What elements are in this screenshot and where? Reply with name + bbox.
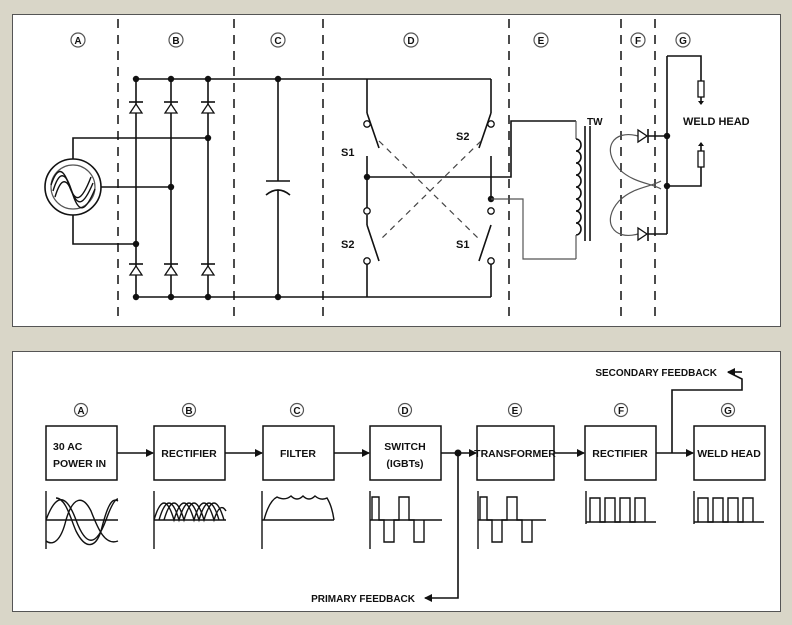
bridge-rectifier <box>128 75 216 301</box>
block-power-in: 30 AC POWER IN <box>45 425 118 481</box>
capacitor-icon <box>265 75 291 301</box>
waveform-ac-three-phase <box>45 491 119 549</box>
svg-text:G: G <box>724 406 732 417</box>
primary-feedback-line <box>424 453 459 602</box>
svg-text:D: D <box>407 36 414 47</box>
switch-label-s1-bottom: S1 <box>456 239 469 251</box>
primary-feedback-label: PRIMARY FEEDBACK <box>311 594 416 605</box>
block-letter-f: F <box>613 402 629 418</box>
block-letter-c: C <box>289 402 305 418</box>
block-letter-g: G <box>720 402 736 418</box>
diode-icon <box>163 263 179 276</box>
waveform-filtered <box>261 491 335 549</box>
diode-icon <box>163 101 179 114</box>
schematic-panel: A B C D E F G <box>12 14 781 327</box>
section-letter-f: F <box>630 32 646 48</box>
switch-label-s1-top: S1 <box>341 147 354 159</box>
svg-text:F: F <box>618 406 624 417</box>
section-letter-c: C <box>270 32 286 48</box>
section-letter-e: E <box>533 32 549 48</box>
block-letter-d: D <box>397 402 413 418</box>
svg-text:RECTIFIER: RECTIFIER <box>161 448 217 460</box>
transformer-primary-lead-1 <box>367 120 576 178</box>
phase-wire-1 <box>72 137 208 159</box>
secondary-feedback-label: SECONDARY FEEDBACK <box>595 368 717 379</box>
svg-text:D: D <box>401 406 408 417</box>
section-letter-b: B <box>168 32 184 48</box>
transformer-label: TW <box>587 117 603 128</box>
block-weld-head: WELD HEAD <box>693 425 766 481</box>
block-filter: FILTER <box>262 425 335 481</box>
section-letter-a: A <box>70 32 86 48</box>
output-rectifier <box>609 56 671 242</box>
block-rectifier-primary: RECTIFIER <box>153 425 226 481</box>
svg-text:B: B <box>185 406 192 417</box>
diode-icon <box>128 101 144 114</box>
svg-text:A: A <box>74 36 81 47</box>
weld-electrodes <box>667 55 705 187</box>
svg-text:SWITCH: SWITCH <box>384 441 425 453</box>
svg-text:G: G <box>679 36 687 47</box>
switch-label-s2-top: S2 <box>456 131 469 143</box>
block-rectifier-secondary: RECTIFIER <box>584 425 657 481</box>
section-letter-d: D <box>403 32 419 48</box>
diode-icon <box>128 263 144 276</box>
weld-head-label: WELD HEAD <box>683 116 750 128</box>
svg-text:A: A <box>77 406 84 417</box>
waveform-switched <box>369 491 442 549</box>
waveform-output-rectified <box>585 491 656 524</box>
svg-text:E: E <box>538 36 545 47</box>
block-transformer: TRANSFORMER <box>474 425 556 481</box>
svg-text:TRANSFORMER: TRANSFORMER <box>474 448 556 460</box>
block-switch: SWITCH (IGBTs) <box>369 425 442 481</box>
waveform-transformer <box>477 491 546 549</box>
waveform-weld-head <box>693 491 764 524</box>
block-letter-b: B <box>181 402 197 418</box>
h-bridge-switches <box>363 79 495 297</box>
svg-text:FILTER: FILTER <box>280 448 316 460</box>
svg-text:E: E <box>512 406 519 417</box>
svg-text:C: C <box>293 406 300 417</box>
svg-text:RECTIFIER: RECTIFIER <box>592 448 648 460</box>
transformer-primary-lead-2 <box>491 198 576 260</box>
svg-text:POWER IN: POWER IN <box>53 458 106 470</box>
svg-text:B: B <box>172 36 179 47</box>
switch-label-s2-bottom: S2 <box>341 239 354 251</box>
svg-text:C: C <box>274 36 281 47</box>
svg-text:WELD HEAD: WELD HEAD <box>697 448 761 460</box>
block-diagram-panel: A B C D E F G 30 AC POWER IN RECTIFIER F… <box>12 351 781 612</box>
phase-wire-3 <box>72 215 136 245</box>
block-letter-e: E <box>507 402 523 418</box>
section-letter-g: G <box>675 32 691 48</box>
transformer-icon <box>575 121 591 259</box>
diode-icon <box>200 101 216 114</box>
svg-text:30 AC: 30 AC <box>53 441 83 453</box>
waveform-rectified <box>153 491 227 549</box>
schematic-diagram: A B C D E F G <box>44 19 750 323</box>
secondary-feedback-line <box>671 371 743 453</box>
diode-icon <box>637 226 649 242</box>
block-diagram: A B C D E F G 30 AC POWER IN RECTIFIER F… <box>45 368 766 605</box>
diode-icon <box>637 128 649 144</box>
diode-icon <box>200 263 216 276</box>
block-letter-a: A <box>73 402 89 418</box>
svg-text:F: F <box>635 36 641 47</box>
svg-text:(IGBTs): (IGBTs) <box>386 458 423 470</box>
ac-source-icon <box>44 158 102 216</box>
